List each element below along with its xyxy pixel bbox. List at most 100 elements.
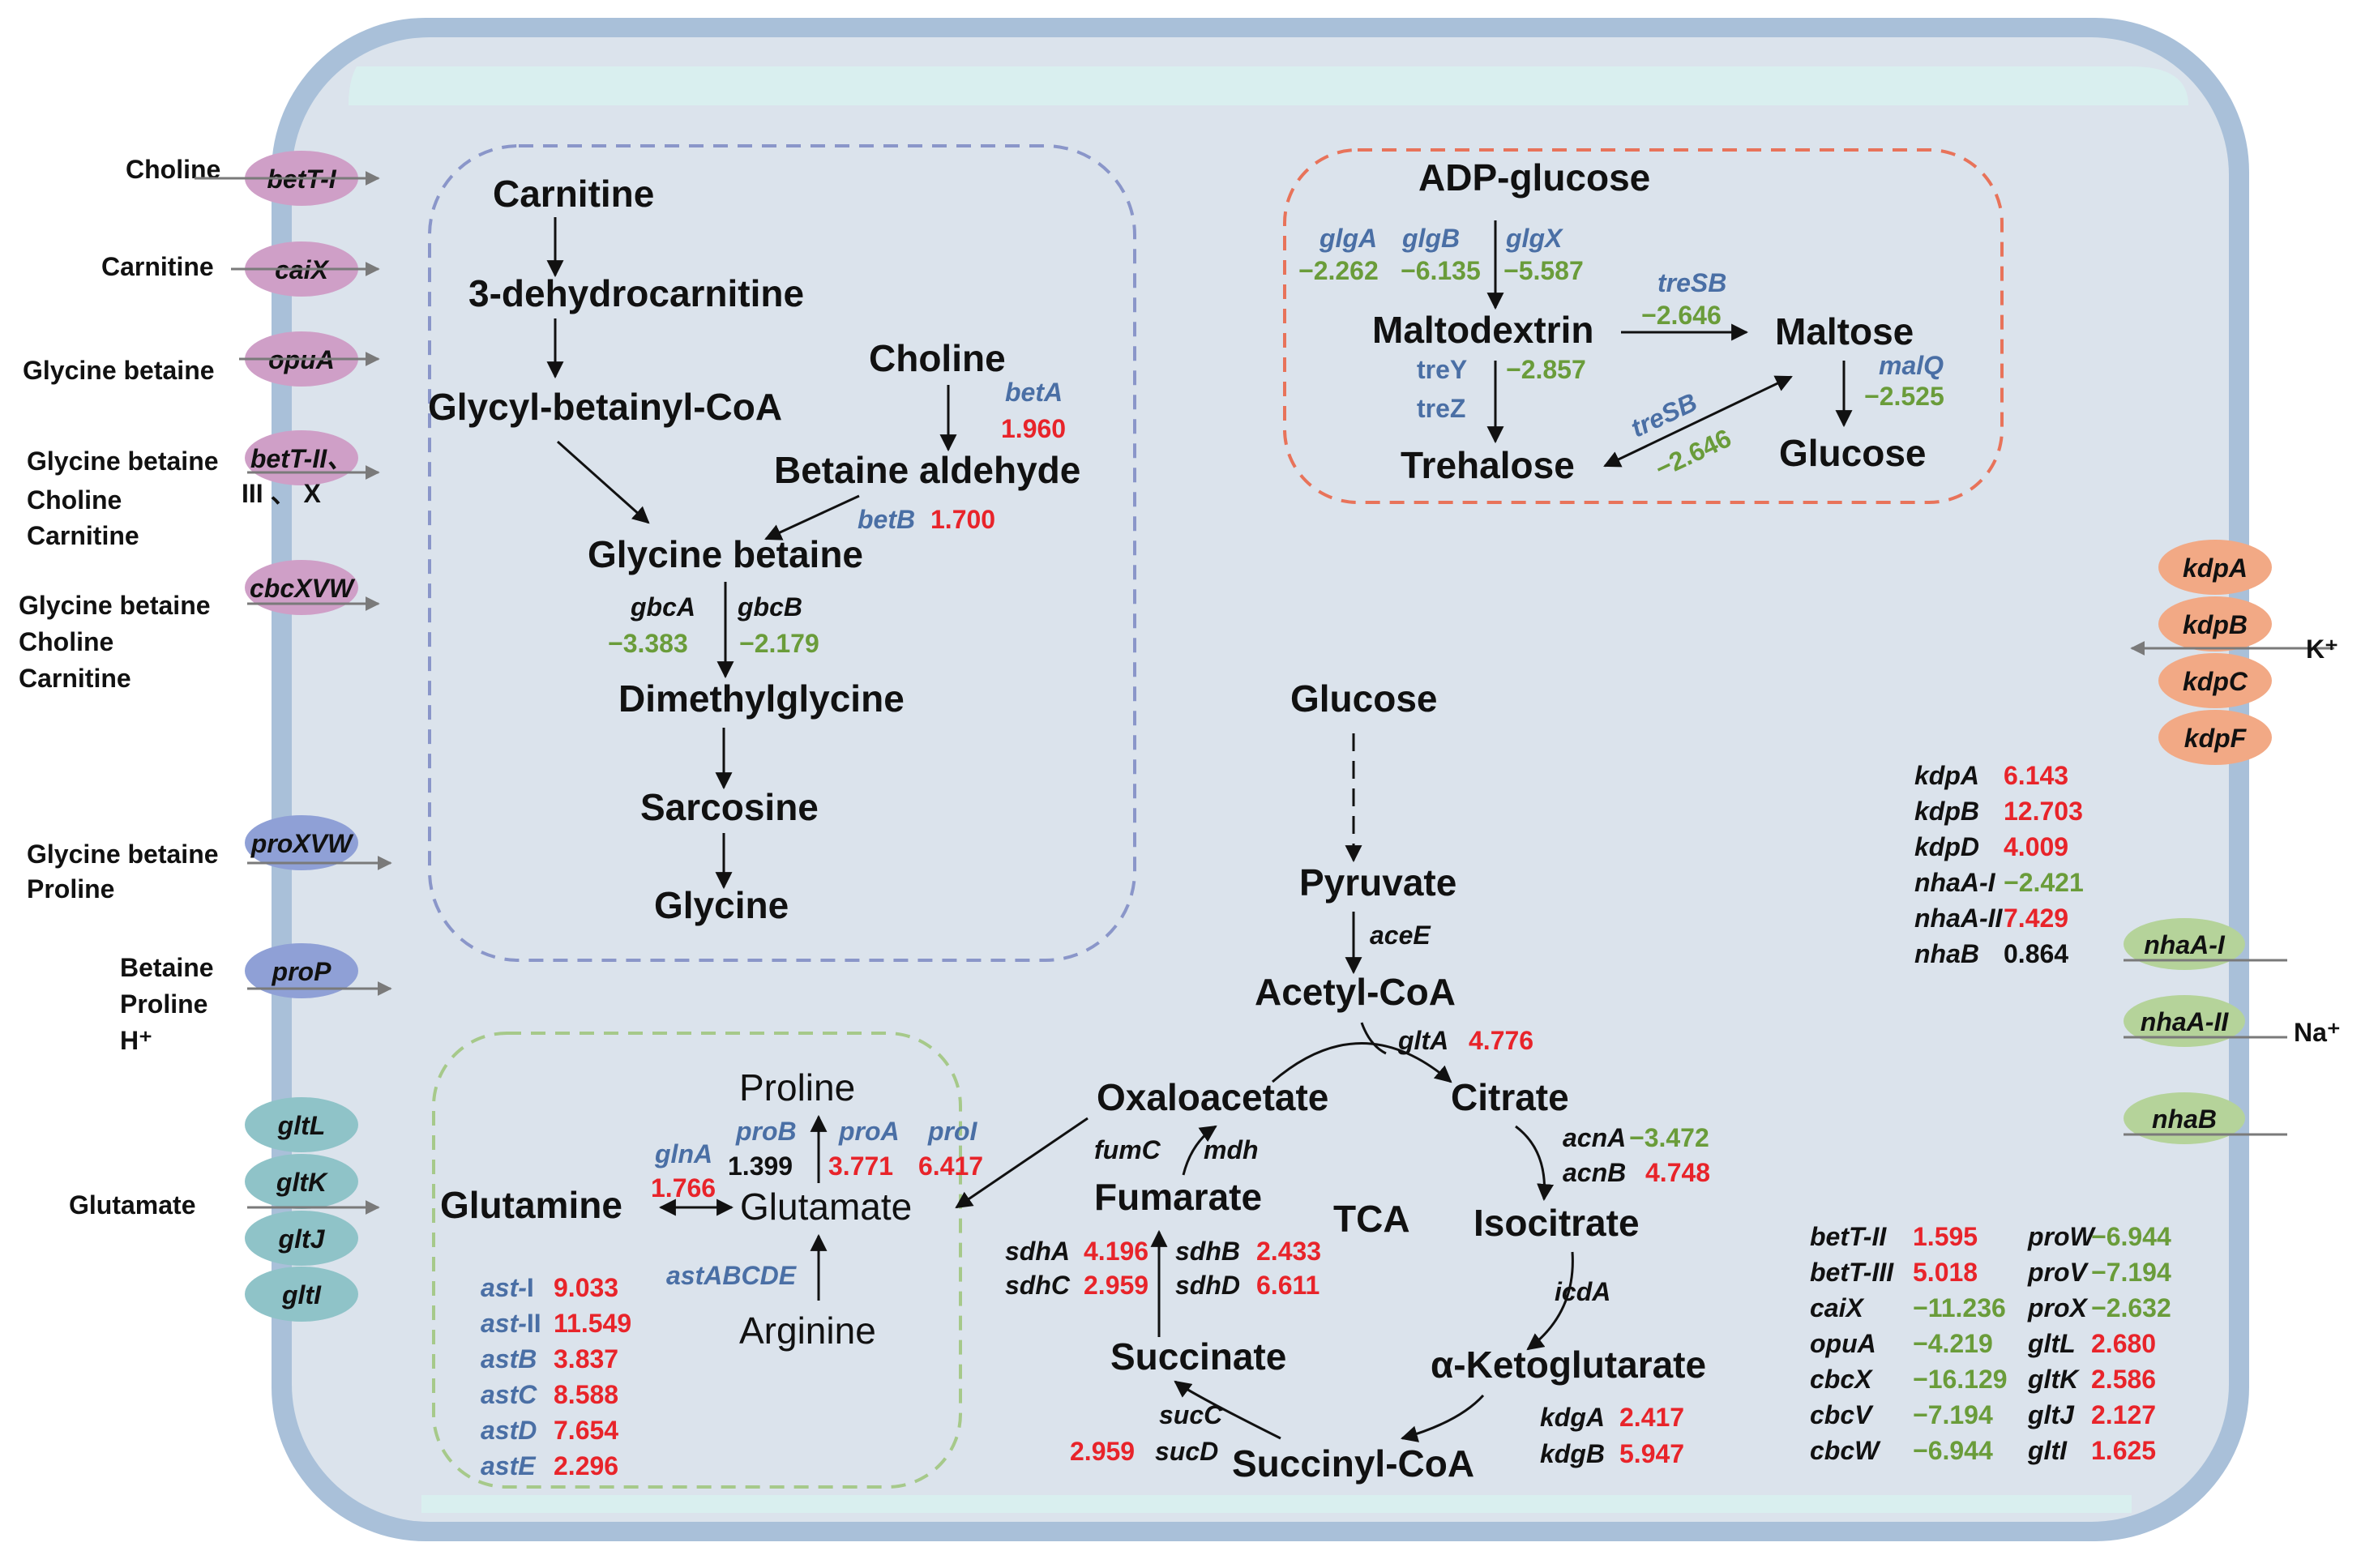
nha-ellipse [2124, 918, 2245, 970]
table-value: −2.421 [2004, 868, 2084, 897]
table-value: −2.632 [2091, 1293, 2171, 1322]
ast-value: 9.033 [554, 1273, 618, 1302]
metab-dimethylglycine: Dimethylglycine [618, 677, 905, 720]
gene-glgA: glgA [1319, 224, 1377, 253]
metab-sarcosine: Sarcosine [640, 786, 819, 828]
table-value: 2.680 [2091, 1329, 2156, 1358]
table-value: −7.194 [1913, 1400, 1993, 1429]
transporter-substrate: Choline [126, 155, 220, 184]
gene-acnA: acnA [1563, 1123, 1626, 1152]
table-value: 2.127 [2091, 1400, 2156, 1429]
table-value: −6.944 [2091, 1222, 2171, 1251]
transporter-substrate: Glycine betaine [19, 591, 211, 620]
val-kdgB: 5.947 [1619, 1439, 1684, 1468]
transporter-substrate: Glycine betaine [23, 356, 215, 385]
metab-trehalose: Trehalose [1401, 444, 1575, 486]
transporter-substrate: Proline [27, 874, 114, 904]
transporter-substrate: Choline [27, 485, 122, 515]
gene-sdhD: sdhD [1175, 1271, 1240, 1300]
transporter-name: gltJ [278, 1224, 326, 1254]
transporter-ellipse [245, 815, 358, 870]
nha-name: nhaA-II [2141, 1007, 2230, 1036]
val-glgX: −5.587 [1503, 256, 1584, 285]
table-value: 1.625 [2091, 1436, 2156, 1465]
table-gene: cbcX [1810, 1365, 1873, 1394]
table-gene: proW [2027, 1222, 2097, 1251]
val-proI: 6.417 [918, 1151, 983, 1181]
ast-gene: astC [481, 1380, 537, 1409]
gene-gltA: gltA [1397, 1026, 1448, 1055]
kdp-name: kdpA [2183, 553, 2248, 583]
table-gene: opuA [1810, 1329, 1876, 1358]
arrow-oxaloacetate-glutamate [955, 1117, 1089, 1209]
betaine-box [428, 144, 1136, 962]
table-value: −7.194 [2091, 1258, 2171, 1287]
gene-icdA: icdA [1555, 1277, 1610, 1306]
ast-gene: ast-II [481, 1309, 541, 1338]
val-glgB: −6.135 [1401, 256, 1481, 285]
table-gene: nhaA-I [1914, 868, 1996, 897]
table-value: 4.009 [2004, 832, 2068, 861]
gene-sucC: sucC [1159, 1400, 1223, 1429]
kdp-name: kdpB [2183, 610, 2248, 639]
metab-tca: TCA [1333, 1198, 1410, 1240]
metab-glutamate: Glutamate [740, 1186, 912, 1228]
metab-citrate: Citrate [1451, 1076, 1569, 1118]
metab-maltodextrin: Maltodextrin [1372, 309, 1593, 351]
gene-aceE: aceE [1370, 921, 1431, 950]
table-value: 7.429 [2004, 904, 2068, 933]
cell-top-band [349, 66, 2188, 105]
arrow-succinylcoa-succinate [1174, 1380, 1281, 1440]
metab-succinate: Succinate [1110, 1335, 1286, 1378]
val-sdhA: 4.196 [1084, 1237, 1148, 1266]
transporter-ellipse [245, 1211, 358, 1266]
transporter-ellipse [245, 1097, 358, 1152]
ast-gene: astB [481, 1344, 537, 1374]
cell-bottom-band [421, 1495, 2132, 1513]
arrow-isocitrate-akg [1526, 1251, 1574, 1351]
gene-sdhA: sdhA [1005, 1237, 1070, 1266]
ast-value: 2.296 [554, 1451, 618, 1480]
table-gene: gltJ [2027, 1400, 2075, 1429]
val-acnA: −3.472 [1629, 1123, 1709, 1152]
transporter-name: gltK [276, 1168, 329, 1197]
gene-treZ: treZ [1417, 394, 1465, 423]
ast-gene: astE [481, 1451, 537, 1480]
val-gltA: 4.776 [1469, 1026, 1533, 1055]
table-gene: gltL [2027, 1329, 2076, 1358]
arrow [764, 494, 860, 540]
arrow-acetyl-join [1360, 1022, 1387, 1055]
val-glnA: 1.766 [651, 1173, 716, 1203]
transporter-substrate: Glycine betaine [27, 446, 219, 476]
metab-arginine: Arginine [739, 1310, 876, 1352]
kdp-ellipse [2158, 710, 2272, 765]
table-value: 5.018 [1913, 1258, 1978, 1287]
gene-gbcA: gbcA [630, 592, 695, 622]
table-gene: kdpB [1914, 797, 1979, 826]
metab-carnitine: Carnitine [493, 173, 654, 215]
transporter-substrate: Betaine [120, 953, 214, 982]
val-proA: 3.771 [828, 1151, 893, 1181]
table-value: 0.864 [2004, 939, 2068, 968]
val-betA: 1.960 [1001, 414, 1066, 443]
gene-treSB-1: treSB [1657, 268, 1726, 297]
metab-maltose: Maltose [1775, 310, 1914, 352]
table-gene: cbcW [1810, 1436, 1881, 1465]
gene-kdgA: kdgA [1540, 1403, 1605, 1432]
transporter-name: betT-II、 [250, 444, 353, 473]
metab-glycyl-betainyl-coa: Glycyl-betainyl-CoA [428, 386, 782, 428]
val-sucD: 2.959 [1070, 1437, 1135, 1466]
transporter-substrate: Carnitine [19, 664, 131, 693]
table-gene: betT-III [1810, 1258, 1894, 1287]
val-gbcA: −3.383 [608, 629, 688, 658]
nha-name: nhaA-I [2144, 930, 2226, 959]
metab-glycine: Glycine [654, 884, 789, 926]
metab-glycine-betaine: Glycine betaine [588, 533, 863, 575]
gene-treY: treY [1417, 355, 1467, 384]
transporter-name: proXVW [250, 829, 354, 858]
transporter-extra: III 、 X [242, 479, 321, 508]
table-value: −6.944 [1913, 1436, 1993, 1465]
transporter-ellipse [245, 943, 358, 998]
